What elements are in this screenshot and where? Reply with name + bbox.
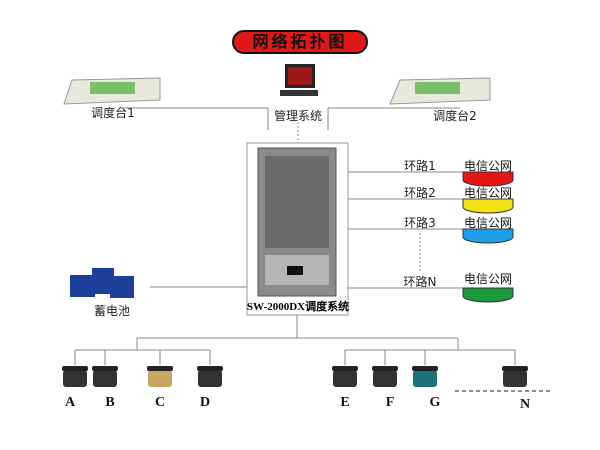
loop-label: 环路2 — [404, 186, 436, 200]
terminal-label: D — [199, 395, 211, 410]
cabinet-icon — [257, 147, 337, 297]
management-system-label: 管理系统 — [273, 109, 323, 123]
terminal-label: C — [154, 395, 166, 410]
battery-label: 蓄电池 — [93, 304, 131, 318]
terminal-label: F — [385, 395, 395, 410]
network-cloud-icon — [462, 228, 514, 244]
public-network-label: 电信公网 — [463, 186, 513, 200]
loop-label: 环路3 — [404, 216, 436, 230]
terminal-label: A — [64, 395, 76, 410]
computer-icon — [280, 64, 318, 96]
loop-label: 环路N — [403, 275, 437, 289]
terminal-label: G — [429, 395, 441, 410]
loop-label: 环路1 — [404, 159, 436, 173]
field-phone-icon — [412, 366, 438, 387]
device-icon — [147, 366, 173, 387]
system-label: SW-2000DX调度系统 — [246, 301, 350, 313]
terminal-label: N — [519, 397, 531, 412]
telephone-icon — [92, 366, 118, 387]
telephone-icon — [62, 366, 88, 387]
terminal-label: E — [340, 395, 350, 410]
telephone-icon — [372, 366, 398, 387]
public-network-label: 电信公网 — [463, 216, 513, 230]
console-icon — [63, 77, 491, 105]
public-network-label: 电信公网 — [463, 159, 513, 173]
telephone-icon — [332, 366, 358, 387]
public-network-label: 电信公网 — [463, 272, 513, 286]
network-cloud-icon — [462, 171, 514, 187]
telephone-icon — [197, 366, 223, 387]
battery-icon — [70, 268, 134, 298]
telephone-icon — [502, 366, 528, 387]
network-cloud-icon — [462, 287, 514, 303]
diagram-title: 网络拓扑图 — [232, 30, 368, 54]
network-cloud-icon — [462, 198, 514, 214]
console-2-label: 调度台2 — [433, 109, 477, 123]
console-1-label: 调度台1 — [91, 106, 135, 120]
terminal-label: B — [105, 395, 115, 410]
